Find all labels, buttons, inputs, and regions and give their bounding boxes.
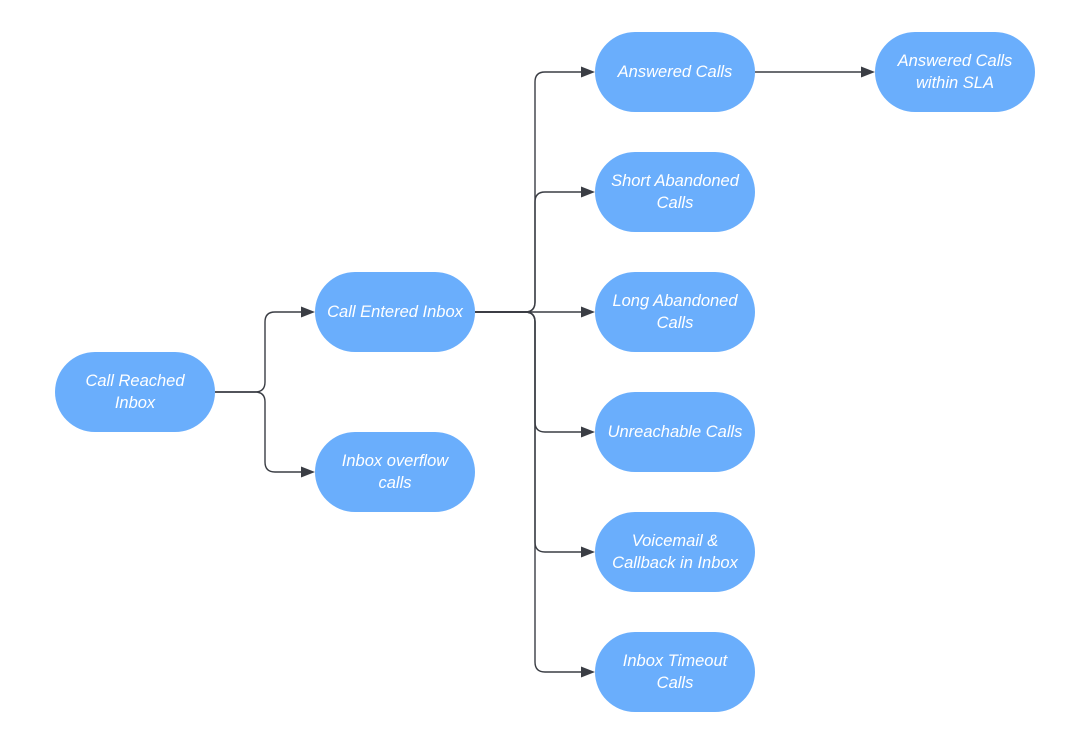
node-call-entered-inbox[interactable]: Call Entered Inbox: [315, 272, 475, 352]
arrowhead-entered-to-voicemail: [581, 546, 595, 558]
edge-entered-to-timeout: [475, 311, 582, 673]
arrowhead-reached-to-entered: [301, 306, 315, 318]
arrowhead-entered-to-answered: [581, 66, 595, 78]
node-label: Answered Calls: [617, 63, 733, 81]
node-label: Short Abandoned Calls: [611, 172, 739, 212]
node-call-reached-inbox[interactable]: Call Reached Inbox: [55, 352, 215, 432]
edge-reached-to-overflow: [215, 391, 302, 473]
node-label: Call Reached Inbox: [85, 372, 185, 412]
edge-entered-to-short: [475, 191, 582, 313]
node-short-abandoned-calls[interactable]: Short Abandoned Calls: [595, 152, 755, 232]
node-label: Answered Calls within SLA: [897, 52, 1013, 92]
edge-reached-to-entered: [215, 311, 302, 393]
node-label: Inbox overflow calls: [341, 452, 449, 492]
arrowhead-entered-to-timeout: [581, 666, 595, 678]
node-answered-calls[interactable]: Answered Calls: [595, 32, 755, 112]
arrowhead-answered-to-sla: [861, 66, 875, 78]
node-voicemail-callback-in-inbox[interactable]: Voicemail & Callback in Inbox: [595, 512, 755, 592]
node-inbox-overflow-calls[interactable]: Inbox overflow calls: [315, 432, 475, 512]
node-label: Call Entered Inbox: [327, 303, 463, 321]
node-label: Voicemail & Callback in Inbox: [612, 532, 738, 572]
arrowhead-entered-to-long: [581, 306, 595, 318]
arrowhead-entered-to-short: [581, 186, 595, 198]
arrowhead-entered-to-unreachable: [581, 426, 595, 438]
node-unreachable-calls[interactable]: Unreachable Calls: [595, 392, 755, 472]
arrowhead-reached-to-overflow: [301, 466, 315, 478]
node-inbox-timeout-calls[interactable]: Inbox Timeout Calls: [595, 632, 755, 712]
node-long-abandoned-calls[interactable]: Long Abandoned Calls: [595, 272, 755, 352]
node-label: Inbox Timeout Calls: [622, 652, 728, 692]
node-label: Long Abandoned Calls: [612, 292, 738, 332]
node-answered-calls-within-sla[interactable]: Answered Calls within SLA: [875, 32, 1035, 112]
edge-entered-to-unreachable: [475, 311, 582, 433]
node-label: Unreachable Calls: [607, 423, 743, 441]
